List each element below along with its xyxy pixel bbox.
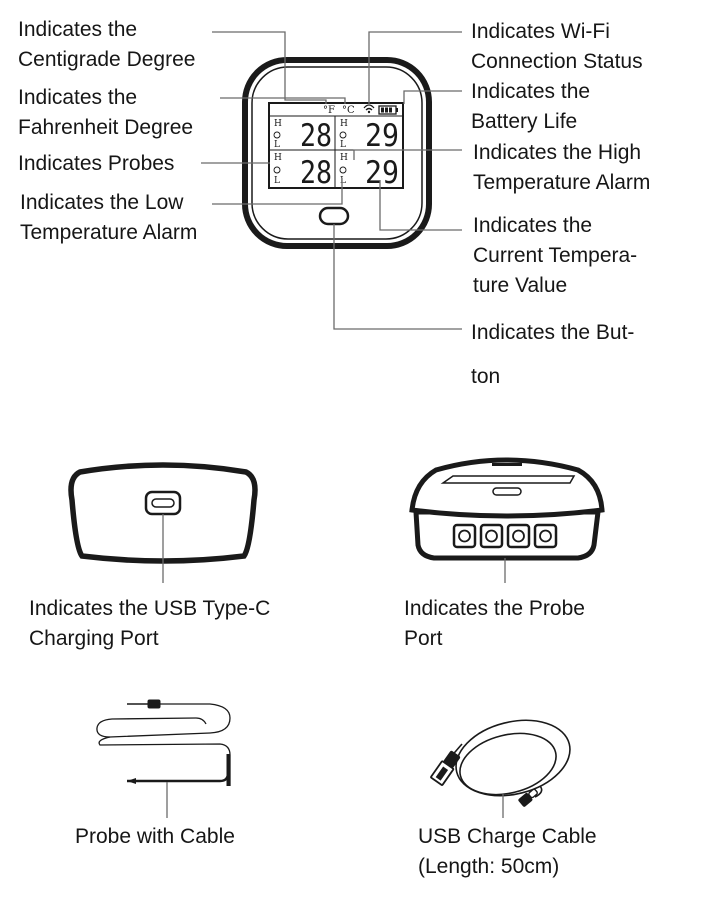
probe1-low-indicator: L [274, 140, 280, 150]
usb-a-plug [430, 750, 461, 786]
label-centigrade-degree: Indicates the Centigrade Degree [18, 18, 196, 71]
probe4-high-indicator: H [340, 153, 348, 163]
probe4-low-indicator: L [340, 176, 346, 186]
leader-lines-top [201, 31, 462, 330]
usb-c-port [144, 490, 182, 516]
probe2-low-indicator: L [340, 140, 346, 150]
probe2-indicator-icon [339, 131, 347, 139]
probe2-temperature-value: 29 [365, 118, 399, 154]
label-wifi-status: Indicates Wi-Fi Connection Status [471, 20, 643, 73]
label-button: Indicates the But- ton [471, 321, 635, 388]
usb-c-plug [518, 788, 538, 807]
battery-icon [378, 105, 398, 115]
wifi-icon [363, 104, 375, 114]
probe4-indicator-icon [339, 166, 347, 174]
label-probes: Indicates Probes [18, 152, 175, 175]
probe1-indicator-icon [273, 131, 281, 139]
probe-ports [452, 523, 558, 549]
probe1-high-indicator: H [274, 119, 282, 129]
label-usb-type-c-port: Indicates the USB Type-C Charging Port [29, 597, 271, 650]
lcd-screen [268, 102, 404, 189]
probe3-low-indicator: L [274, 176, 280, 186]
probe1-temperature-value: 28 [300, 118, 332, 154]
fahrenheit-symbol: °F [323, 105, 335, 116]
label-low-temperature-alarm: Indicates the Low Temperature Alarm [20, 191, 198, 244]
label-usb-charge-cable: USB Charge Cable (Length: 50cm) [418, 825, 597, 878]
probe3-indicator-icon [273, 166, 281, 174]
device-button [318, 206, 350, 226]
centigrade-symbol: °C [342, 105, 355, 116]
probe-with-cable [96, 699, 231, 786]
usb-charge-cable [449, 719, 571, 798]
label-probe-with-cable: Probe with Cable [75, 825, 235, 848]
label-high-temperature-alarm: Indicates the High Temperature Alarm [473, 141, 651, 194]
probe4-temperature-value: 29 [365, 155, 399, 191]
probe2-high-indicator: H [340, 119, 348, 129]
label-probe-port: Indicates the Probe Port [404, 597, 585, 650]
label-battery-life: Indicates the Battery Life [471, 80, 591, 133]
probe3-temperature-value: 28 [300, 155, 332, 191]
label-fahrenheit-degree: Indicates the Fahrenheit Degree [18, 86, 194, 139]
probe3-high-indicator: H [274, 153, 282, 163]
label-current-temperature: Indicates the Current Tempera- ture Valu… [473, 214, 638, 297]
